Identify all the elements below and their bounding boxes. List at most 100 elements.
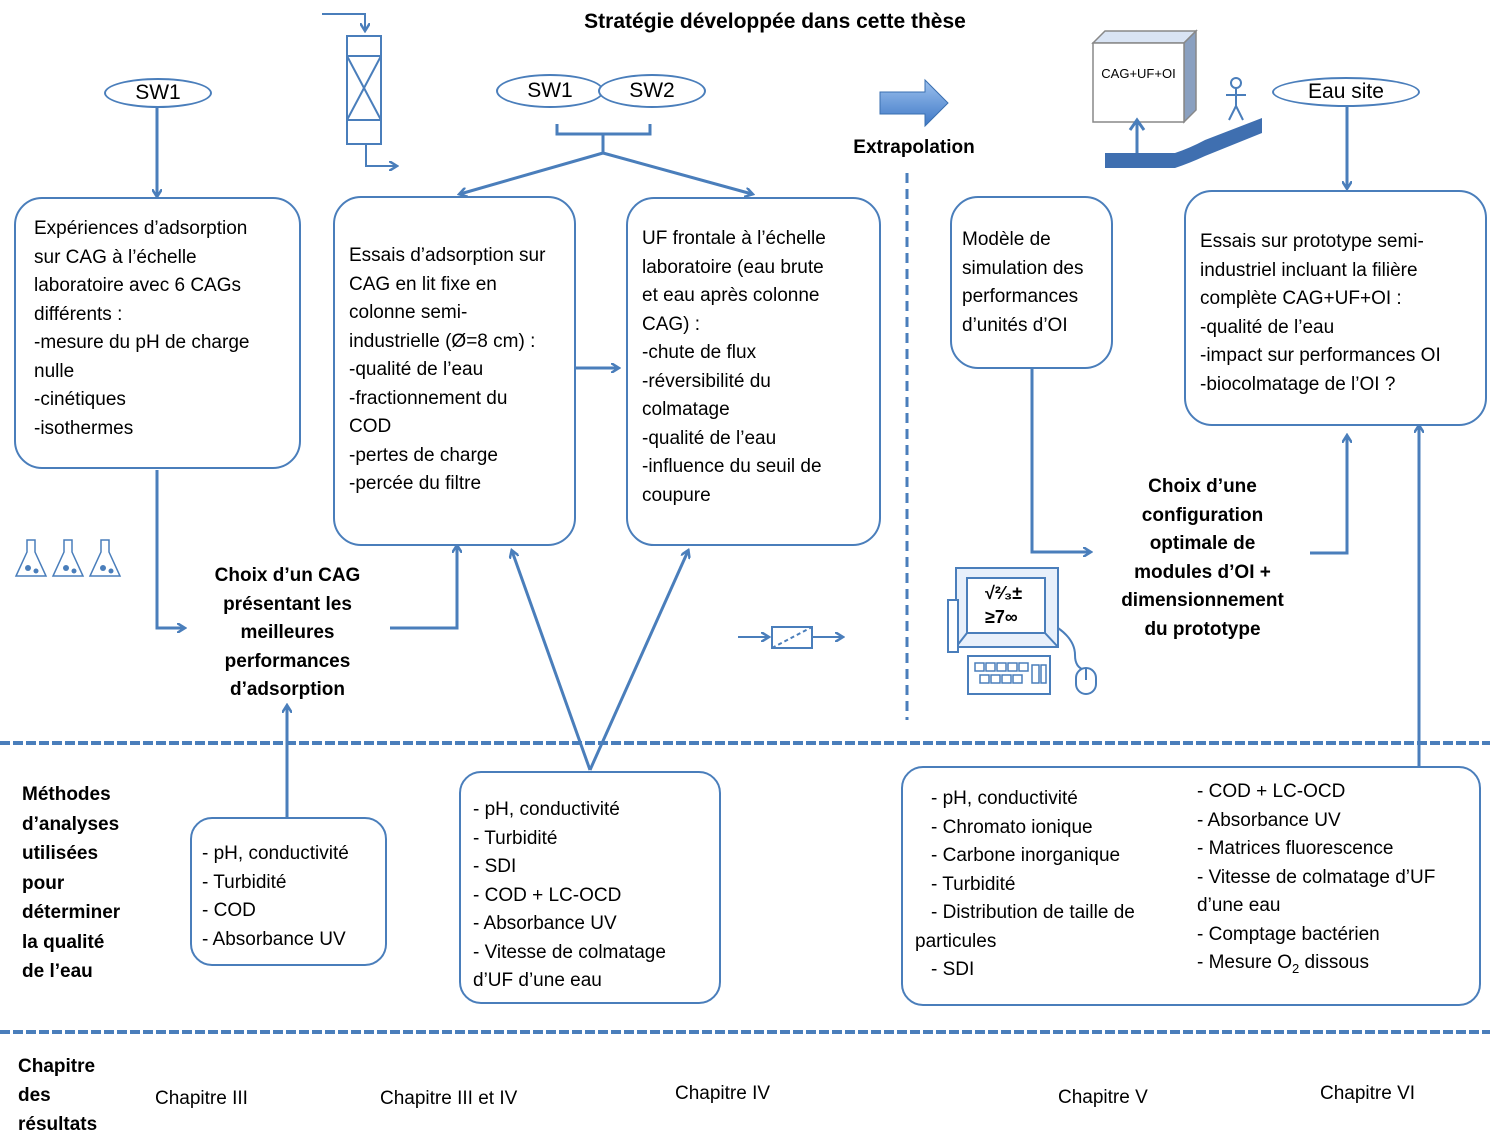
methods2-line: - Vitesse de colmatage <box>473 941 666 963</box>
prototype-line: -biocolmatage de l’OI ? <box>1200 373 1396 395</box>
methods3-line: particules <box>915 930 997 952</box>
box2-line: COD <box>349 416 392 437</box>
methods-label-line: la qualité <box>22 931 105 953</box>
methods3-line: - Chromato ionique <box>931 816 1093 838</box>
box3-line: -réversibilité du <box>642 370 771 392</box>
prototype-line: -qualité de l’eau <box>1200 316 1335 338</box>
box1-line: sur CAG à l’échelle <box>34 246 197 268</box>
methods1-line: - pH, conductivité <box>202 843 349 864</box>
methods-label-line: déterminer <box>22 902 121 923</box>
box3-line: -influence du seuil de <box>642 456 822 477</box>
prototype-line: -impact sur performances OI <box>1200 345 1441 366</box>
methods3-line: - SDI <box>931 959 975 980</box>
methods2-line: - COD + LC-OCD <box>473 884 622 906</box>
oval-eau-site: Eau site <box>1272 77 1420 107</box>
box2-line: -fractionnement du <box>349 387 508 409</box>
box-simulation-model: Modèle de simulation des performances d’… <box>950 196 1113 369</box>
prototype-line: Essais sur prototype semi- <box>1200 231 1424 252</box>
box1-line: -mesure du pH de charge <box>34 332 250 353</box>
chapter-iii-iv: Chapitre III et IV <box>380 1088 518 1109</box>
choice-cag-line: performances <box>224 650 351 672</box>
methods3-line: - Vitesse de colmatage d’UF <box>1197 866 1436 888</box>
box2-line: Essais d’adsorption sur <box>349 245 546 266</box>
methods3-line: - Turbidité <box>931 873 1016 895</box>
model-line: simulation des <box>962 257 1084 279</box>
methods-box-1: - pH, conductivité - Turbidité - COD - A… <box>190 817 387 966</box>
methods2-line: - Absorbance UV <box>473 913 617 934</box>
choice-config-line: dimensionnement <box>1121 590 1284 611</box>
choice-config-line: configuration <box>1141 504 1264 526</box>
choice-config-line: Choix d’une <box>1148 476 1257 497</box>
choice-cag: Choix d’un CAG présentant les meilleures… <box>185 562 390 705</box>
o2-prefix: - Mesure O <box>1197 952 1293 973</box>
box2-line: CAG en lit fixe en <box>349 273 497 295</box>
box3-line: laboratoire (eau brute <box>642 256 824 278</box>
arrow-box1-choice <box>155 470 184 628</box>
box3-line: -qualité de l’eau <box>642 427 777 449</box>
methods3-line: - pH, conductivité <box>931 788 1078 809</box>
box3-line: colmatage <box>642 399 730 420</box>
oval-sw1-left: SW1 <box>104 78 212 108</box>
choice-cag-line: présentant les <box>223 593 352 615</box>
filter-icon <box>738 626 842 649</box>
methods3-line: - Matrices fluorescence <box>1197 838 1394 859</box>
prototype-cube-label: CAG+UF+OI <box>1101 66 1176 81</box>
methods3-line: - Carbone inorganique <box>931 845 1121 866</box>
o2-subscript: 2 <box>1292 960 1300 976</box>
person-icon <box>1226 77 1246 121</box>
page-title: Stratégie développée dans cette thèse <box>584 10 966 33</box>
chapters-label: Chapitre des résultats <box>18 1052 97 1139</box>
methods-label-line: d’analyses <box>22 813 120 835</box>
choice-cag-line: Choix d’un CAG <box>214 565 361 586</box>
o2-suffix: dissous <box>1299 952 1369 973</box>
methods3-o2-line: - Mesure O2 dissous <box>1197 949 1435 983</box>
methods1-line: - Absorbance UV <box>202 928 346 950</box>
box-prototype-trials: Essais sur prototype semi- industriel in… <box>1184 190 1487 426</box>
screen-line-2: ≥7∞ <box>985 607 1018 627</box>
methods3-line: - Distribution de taille de <box>931 902 1135 923</box>
chapter-iii: Chapitre III <box>155 1088 248 1109</box>
chapters-label-line: des <box>18 1085 51 1106</box>
chapter-vi: Chapitre VI <box>1320 1083 1416 1104</box>
methods-box-2: - pH, conductivité - Turbidité - SDI - C… <box>459 771 721 1004</box>
box2-line: -qualité de l’eau <box>349 359 484 380</box>
methods2-line: d’UF d’une eau <box>473 970 602 991</box>
model-line: Modèle de <box>962 229 1051 250</box>
arrow-methods-box3 <box>588 551 688 771</box>
choice-configuration: Choix d’une configuration optimale de mo… <box>1100 473 1305 644</box>
choice-cag-line: d’adsorption <box>229 679 346 700</box>
methods3-line: - Absorbance UV <box>1197 809 1341 831</box>
choice-config-line: modules d’OI + <box>1134 561 1271 583</box>
box1-line: -cinétiques <box>34 389 126 410</box>
methods-label-line: Méthodes <box>22 784 111 805</box>
chapters-label-line: Chapitre <box>18 1056 96 1077</box>
choice-config-line: du prototype <box>1144 618 1261 640</box>
arrow-split-left <box>460 151 604 194</box>
box1-line: nulle <box>34 360 75 382</box>
box3-line: et eau après colonne <box>642 285 820 306</box>
box1-line: Expériences d’adsorption <box>34 218 248 239</box>
methods-label-line: de l’eau <box>22 961 93 982</box>
model-line: d’unités d’OI <box>962 314 1068 336</box>
prototype-line: industriel incluant la filière <box>1200 259 1418 281</box>
box-adsorption-lab: Expériences d’adsorption sur CAG à l’éch… <box>14 197 301 469</box>
arrow-methods-box2 <box>512 551 592 771</box>
chapters-label-line: résultats <box>18 1114 98 1135</box>
methods3-line: d’une eau <box>1197 895 1281 916</box>
methods1-line: - COD <box>202 900 256 921</box>
box2-line: colonne semi- <box>349 302 468 323</box>
chapter-v: Chapitre V <box>1058 1087 1148 1108</box>
methods-label: Méthodes d’analyses utilisées pour déter… <box>22 780 120 987</box>
prototype-line: complète CAG+UF+OI : <box>1200 288 1402 309</box>
model-line: performances <box>962 286 1079 307</box>
choice-cag-line: meilleures <box>240 622 335 643</box>
choice-config-line: optimale de <box>1149 533 1256 554</box>
methods-label-line: utilisées <box>22 843 99 864</box>
bracket-sw <box>555 124 652 136</box>
methods2-line: - Turbidité <box>473 827 558 849</box>
methods-label-line: pour <box>22 872 65 894</box>
screen-line-1: √²⁄₃± <box>985 583 1023 603</box>
methods3-left-column: - pH, conductivité - Chromato ionique - … <box>915 785 1135 985</box>
computer-screen-text: √²⁄₃± ≥7∞ <box>985 581 1022 629</box>
